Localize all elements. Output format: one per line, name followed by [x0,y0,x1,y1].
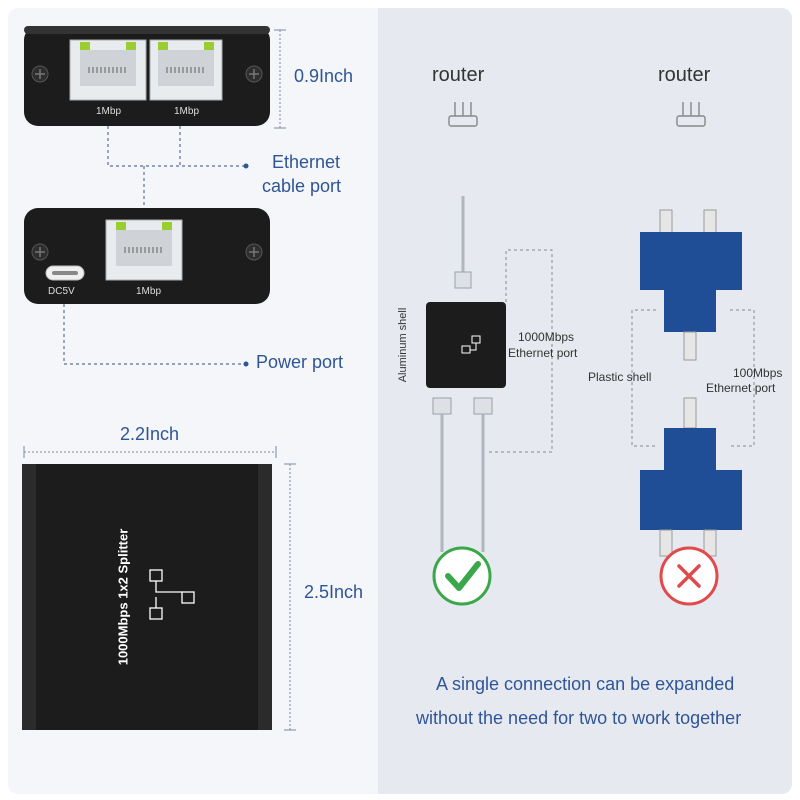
port-label-bottom: 1Mbp [136,286,162,297]
caption-line2: without the need for two to work togethe… [416,708,742,728]
ethernet-port [69,39,147,101]
screw-icon [245,65,263,83]
ethernet-label-line2: cable port [262,176,342,196]
ethernet-label-line1: Ethernet [272,152,341,172]
usb-c-port [45,265,85,281]
fast-label-line1: 100Mbps [733,366,783,380]
ethernet-icon [461,335,481,354]
top-device [24,26,270,126]
plastic-splitter-top [640,209,742,361]
check-icon [432,546,492,606]
port-label-right: 1Mbp [174,106,200,117]
screw-icon [31,65,49,83]
ethernet-callout-lines [107,126,244,210]
dim-height-top: 0.9Inch [294,66,354,86]
gigabit-label-line1: 1000Mbps [518,330,575,344]
device-face-text: 1000Mbps 1x2 Splitter [115,528,131,666]
dc-label: DC5V [48,286,75,297]
router-label-right: router [658,64,711,86]
ethernet-port [105,219,183,281]
plastic-shell-label: Plastic shell [588,370,652,384]
aluminum-splitter [426,196,506,552]
height-dimension-top [274,29,286,129]
cross-icon [659,546,719,606]
port-label-left: 1Mbp [96,106,122,117]
power-callout-line [63,304,244,365]
plastic-splitter-bottom [640,397,742,557]
gigabit-callout [488,249,553,453]
height-dimension [284,463,296,731]
power-port-label: Power port [256,352,344,372]
ethernet-port [149,39,223,101]
ethernet-icon [149,569,195,620]
router-label-left: router [432,64,485,86]
dim-height: 2.5Inch [304,582,364,602]
bottom-device [22,464,272,730]
middle-device [24,208,270,304]
router-icon [676,102,706,127]
width-dimension [23,446,277,458]
caption-line1: A single connection can be expanded [436,674,735,694]
gigabit-label-line2: Ethernet port [508,346,578,360]
dim-width: 2.2Inch [120,424,180,444]
aluminum-shell-label: Aluminum shell [397,307,409,383]
fast-label-line2: Ethernet port [706,381,776,395]
plastic-callouts [631,309,755,447]
screw-icon [245,243,263,261]
screw-icon [31,243,49,261]
router-icon [448,102,478,127]
